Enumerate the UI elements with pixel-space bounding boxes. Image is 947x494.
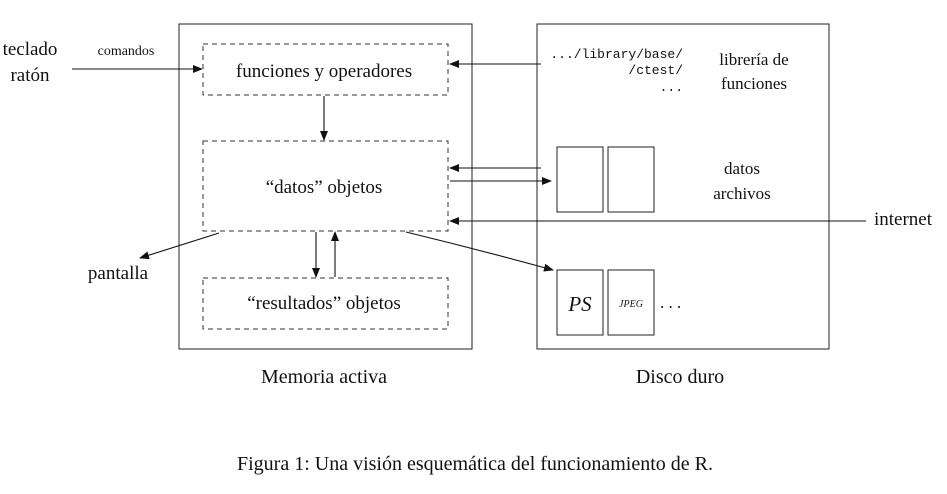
more-files-ellipsis: . . . xyxy=(660,293,681,312)
jpeg-label: JPEG xyxy=(619,299,643,310)
jpeg-file xyxy=(607,269,655,336)
memoria-activa-box xyxy=(178,23,473,350)
data-file-2 xyxy=(607,146,655,213)
ps-label: PS xyxy=(567,292,592,316)
arrow-datos-to-graficos xyxy=(405,231,554,272)
funciones-label: funciones y operadores xyxy=(236,61,412,82)
library-path-line3: ... xyxy=(660,80,683,95)
comandos-label: comandos xyxy=(98,44,155,59)
raton-label: ratón xyxy=(10,65,50,86)
disco-duro-caption: Disco duro xyxy=(636,366,724,388)
datos-objetos-box xyxy=(202,140,449,232)
pantalla-label: pantalla xyxy=(88,263,149,284)
figure-caption: Figura 1: Una visión esquemática del fun… xyxy=(237,453,713,475)
funciones-box xyxy=(202,43,449,96)
datos-archivos-line2: archivos xyxy=(713,184,771,203)
libreria-label-line2: funciones xyxy=(721,74,787,93)
library-path-line2: /ctest/ xyxy=(628,63,683,78)
datos-archivos-line1: datos xyxy=(724,159,760,178)
ps-file xyxy=(556,269,604,336)
teclado-label: teclado xyxy=(3,39,58,60)
library-path-line1: .../library/base/ xyxy=(550,47,683,62)
arrow-datos-to-pantalla xyxy=(139,232,220,260)
resultados-objetos-label: “resultados” objetos xyxy=(247,293,401,314)
libreria-label-line1: librería de xyxy=(719,50,788,69)
memoria-activa-caption: Memoria activa xyxy=(261,366,387,388)
resultados-objetos-box xyxy=(202,277,449,330)
disco-duro-box xyxy=(536,23,830,350)
data-file-1 xyxy=(556,146,604,213)
datos-objetos-label: “datos” objetos xyxy=(266,177,383,198)
internet-label: internet xyxy=(874,209,933,230)
